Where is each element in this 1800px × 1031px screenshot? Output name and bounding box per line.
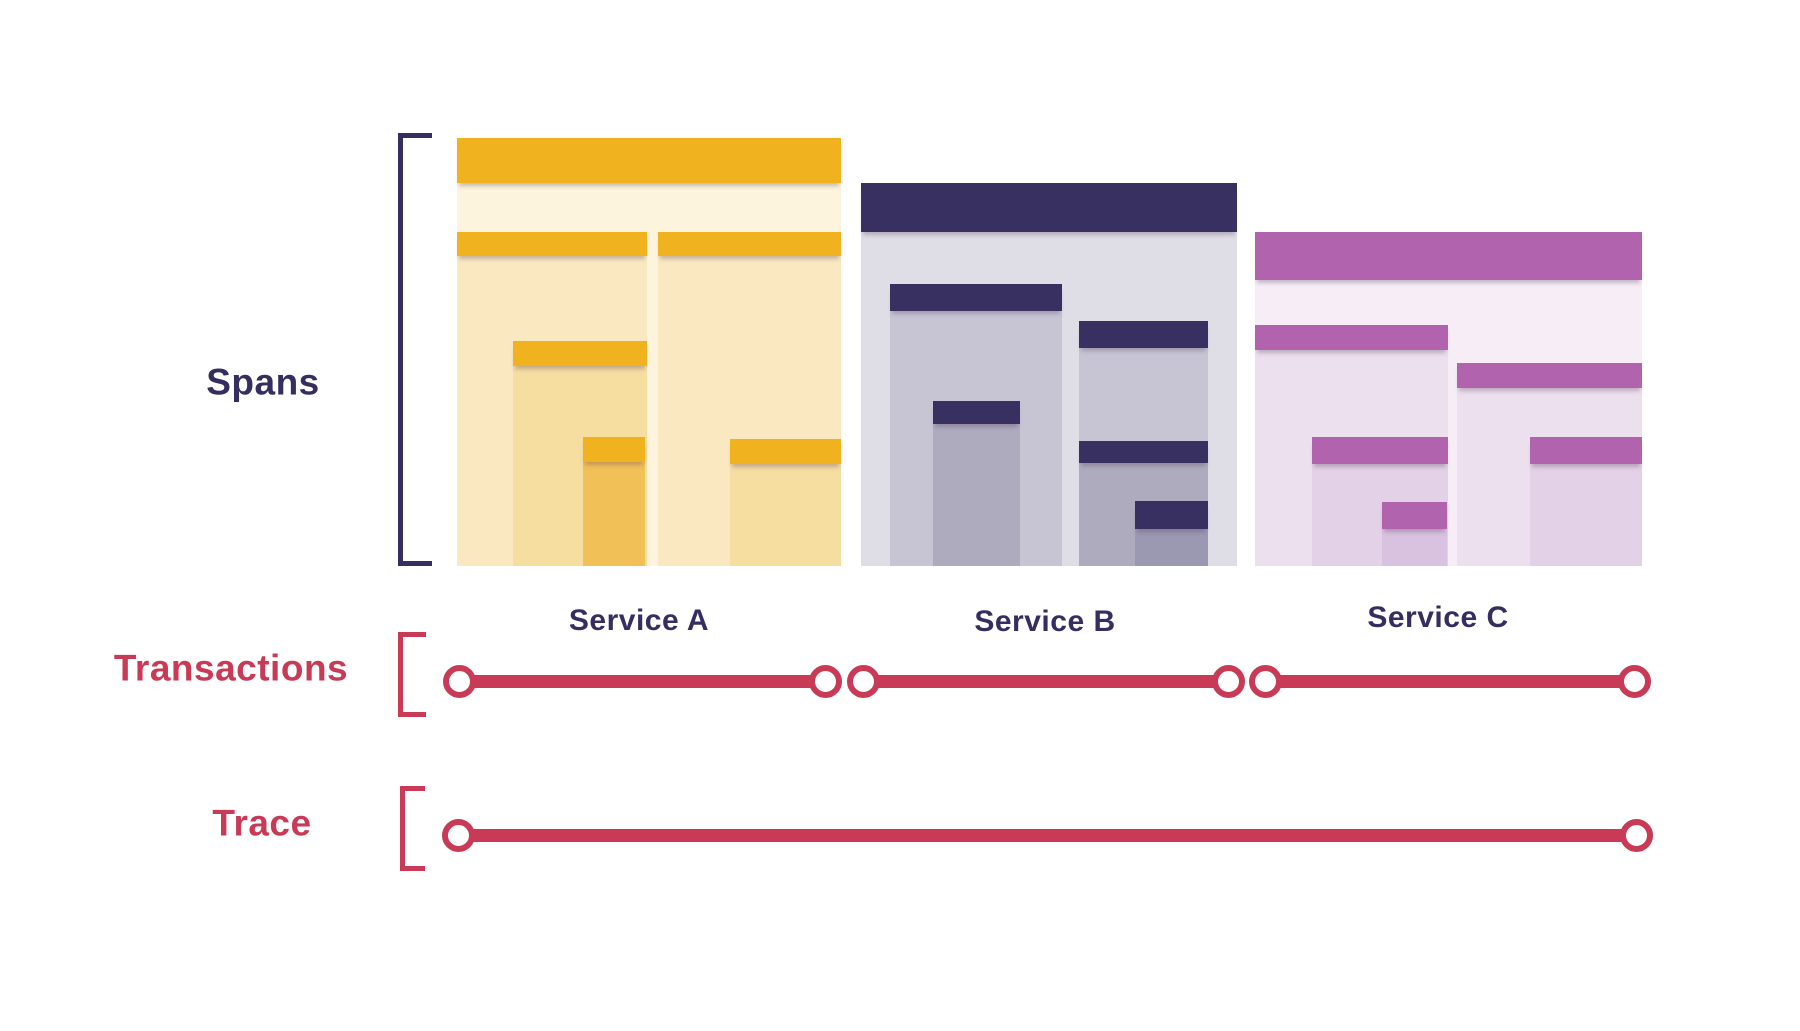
span-bar [1255, 232, 1642, 280]
transaction-endpoint-circle [808, 664, 842, 698]
span-bar [513, 341, 647, 366]
span-bar [861, 183, 1237, 232]
span-bar [457, 138, 841, 183]
span-bar [1530, 437, 1642, 464]
transactions-row-label: Transactions [113, 647, 349, 689]
span-bar [1457, 363, 1642, 388]
transaction-endpoint-circle [1248, 664, 1282, 698]
transaction-endpoint-circle [846, 664, 880, 698]
span-bar [730, 439, 841, 464]
span-body [1530, 464, 1642, 566]
transactions-bracket [398, 632, 426, 717]
service-b-label: Service B [974, 605, 1116, 638]
span-bar [658, 232, 841, 256]
transaction-endpoint-circle [1617, 664, 1651, 698]
span-bar [457, 232, 647, 256]
transaction-line [459, 674, 825, 688]
transaction-endpoint-circle [442, 664, 476, 698]
span-bar [1255, 325, 1448, 350]
trace-bracket [400, 786, 425, 871]
span-bar [1135, 501, 1208, 529]
span-bar [1079, 321, 1208, 348]
transaction-line [1265, 674, 1634, 688]
span-body [933, 424, 1020, 566]
span-bar [933, 401, 1020, 424]
service-a-label: Service A [568, 604, 710, 637]
trace-row-label: Trace [212, 802, 312, 844]
span-bar [890, 284, 1062, 311]
span-body [730, 464, 841, 566]
span-bar [1079, 441, 1208, 463]
span-bar [1312, 437, 1448, 464]
span-body [1135, 529, 1208, 566]
span-bar [1382, 502, 1447, 529]
span-body [583, 462, 645, 566]
service-c-label: Service C [1367, 601, 1509, 634]
span-body [1382, 529, 1447, 566]
transaction-endpoint-circle [1211, 664, 1245, 698]
trace-endpoint-circle [441, 818, 475, 852]
spans-bracket [398, 133, 432, 566]
trace-line [458, 828, 1636, 842]
trace-endpoint-circle [1619, 818, 1653, 852]
transaction-line [863, 674, 1228, 688]
span-bar [583, 437, 645, 462]
spans-row-label: Spans [206, 361, 320, 403]
